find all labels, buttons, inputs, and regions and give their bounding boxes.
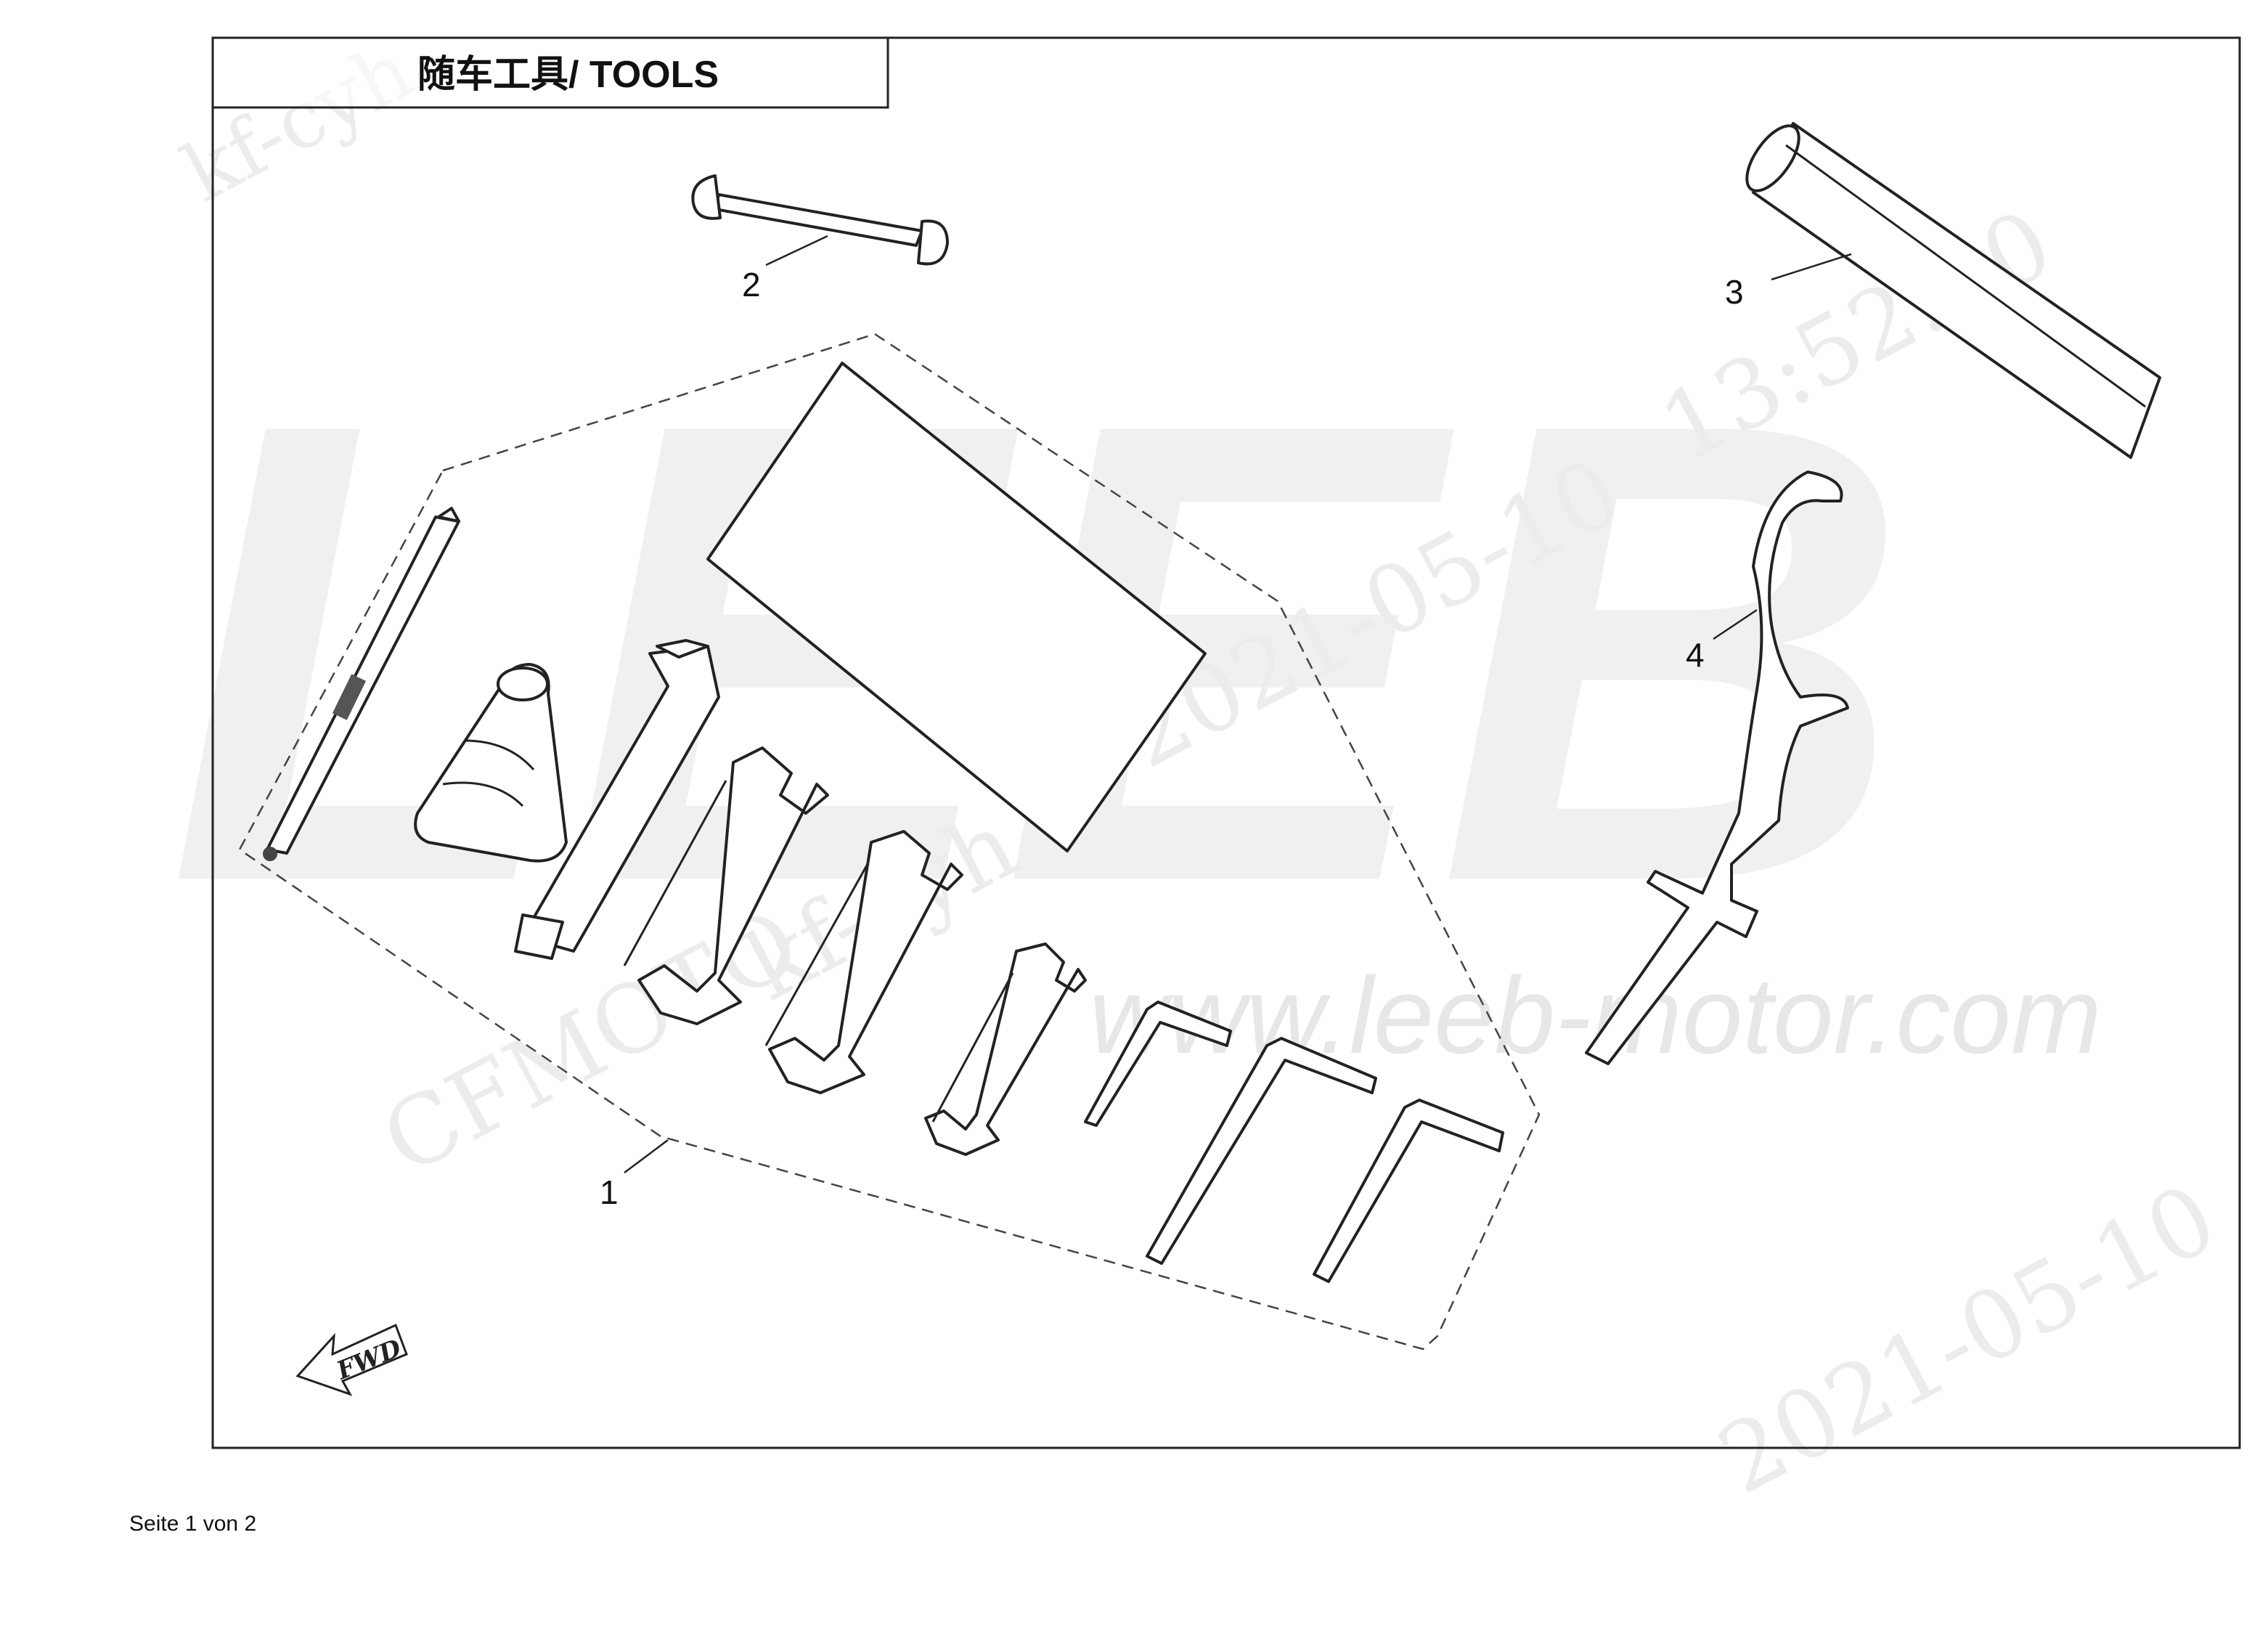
callout-4[interactable]: 4 [1686, 636, 1705, 674]
callout-2[interactable]: 2 [742, 266, 761, 304]
hex-key-large-icon [1313, 1099, 1504, 1283]
socket-bar-icon [514, 639, 720, 960]
screwdriver-icon [263, 507, 460, 861]
title-box: 随车工具/ TOOLS [211, 36, 889, 109]
page-title: 随车工具/ TOOLS [417, 54, 719, 96]
watermark-date-corner: 2021-05-10 [1701, 1162, 2233, 1515]
callout-3[interactable]: 3 [1725, 273, 1744, 311]
screwdriver-handle-icon [414, 663, 568, 863]
diagram-frame [211, 36, 2241, 1449]
fwd-arrow: FWD [295, 1323, 408, 1396]
hex-key-small-icon [1084, 1001, 1232, 1127]
leader-lines [624, 235, 1852, 1173]
kit-boundary [238, 333, 1541, 1351]
open-wrench-medium-icon [764, 830, 963, 1094]
open-wrench-small-icon [924, 942, 1087, 1156]
hook-spanner-icon [1585, 471, 1849, 1065]
tommy-bar-icon [691, 174, 949, 266]
hex-key-medium-icon [1146, 1037, 1377, 1265]
tool-tube-icon [1745, 122, 2161, 459]
tool-bag [706, 362, 1207, 852]
callout-1[interactable]: 1 [600, 1173, 619, 1211]
open-wrench-large-icon [623, 746, 829, 1025]
page-footer: Seite 1 von 2 [129, 1512, 257, 1536]
